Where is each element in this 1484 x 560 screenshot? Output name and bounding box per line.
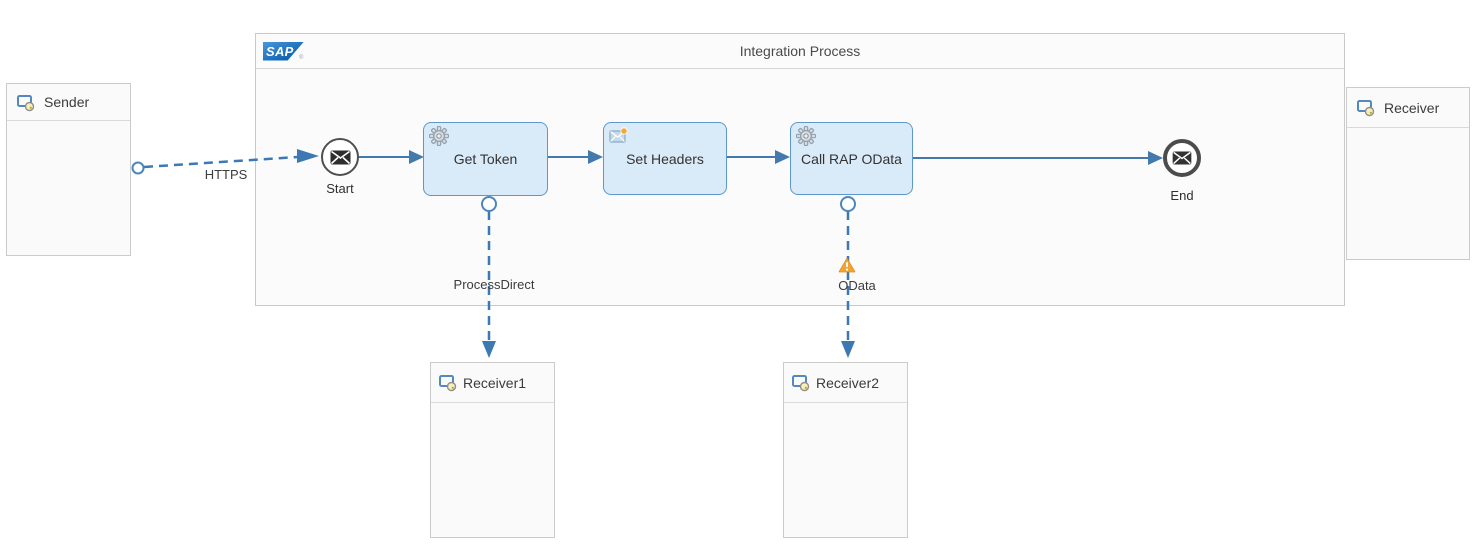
end-event-label: End (1170, 188, 1194, 203)
step-label: Call RAP OData (801, 150, 902, 167)
step-call-rap-odata[interactable]: Call RAP OData (790, 122, 913, 195)
participant-label: Receiver1 (463, 374, 527, 391)
step-set-headers[interactable]: Set Headers (603, 122, 727, 195)
start-event-label: Start (326, 181, 354, 196)
pool-title: Integration Process (739, 43, 861, 59)
participant-label: Receiver2 (816, 374, 880, 391)
step-get-token[interactable]: Get Token (423, 122, 548, 196)
gear-icon (428, 125, 450, 147)
participant-icon (438, 373, 457, 392)
end-event[interactable] (1163, 139, 1201, 177)
message-icon (609, 127, 629, 145)
step-label: Set Headers (626, 150, 704, 167)
gear-icon (795, 125, 817, 147)
sap-logo-registered-mark: ® (299, 55, 304, 61)
step-label: Get Token (453, 151, 518, 167)
participant-header: Sender (7, 84, 130, 121)
connection-label-odata: OData (838, 278, 876, 293)
participant-header: Receiver (1347, 88, 1469, 128)
envelope-icon (330, 150, 351, 165)
participant-label: Sender (44, 94, 90, 110)
sap-logo-text: SAP (266, 43, 294, 59)
connection-label-process-direct: ProcessDirect (453, 277, 535, 292)
participant-receiver1[interactable]: Receiver1 (430, 362, 555, 538)
participant-icon (16, 93, 35, 112)
connection-port[interactable] (131, 161, 145, 175)
participant-sender[interactable]: Sender (6, 83, 131, 256)
participant-icon (791, 373, 810, 392)
participant-header: Receiver2 (784, 363, 907, 403)
warning-icon[interactable] (838, 257, 856, 273)
start-event[interactable] (321, 138, 359, 176)
participant-header: Receiver1 (431, 363, 554, 403)
pool-header: SAP Integration Process (256, 34, 1344, 69)
participant-receiver[interactable]: Receiver (1346, 87, 1470, 260)
participant-icon (1356, 98, 1375, 117)
participant-receiver2[interactable]: Receiver2 (783, 362, 908, 538)
participant-label: Receiver (1384, 99, 1440, 116)
connection-label-https: HTTPS (204, 167, 248, 182)
envelope-icon (1172, 151, 1192, 165)
